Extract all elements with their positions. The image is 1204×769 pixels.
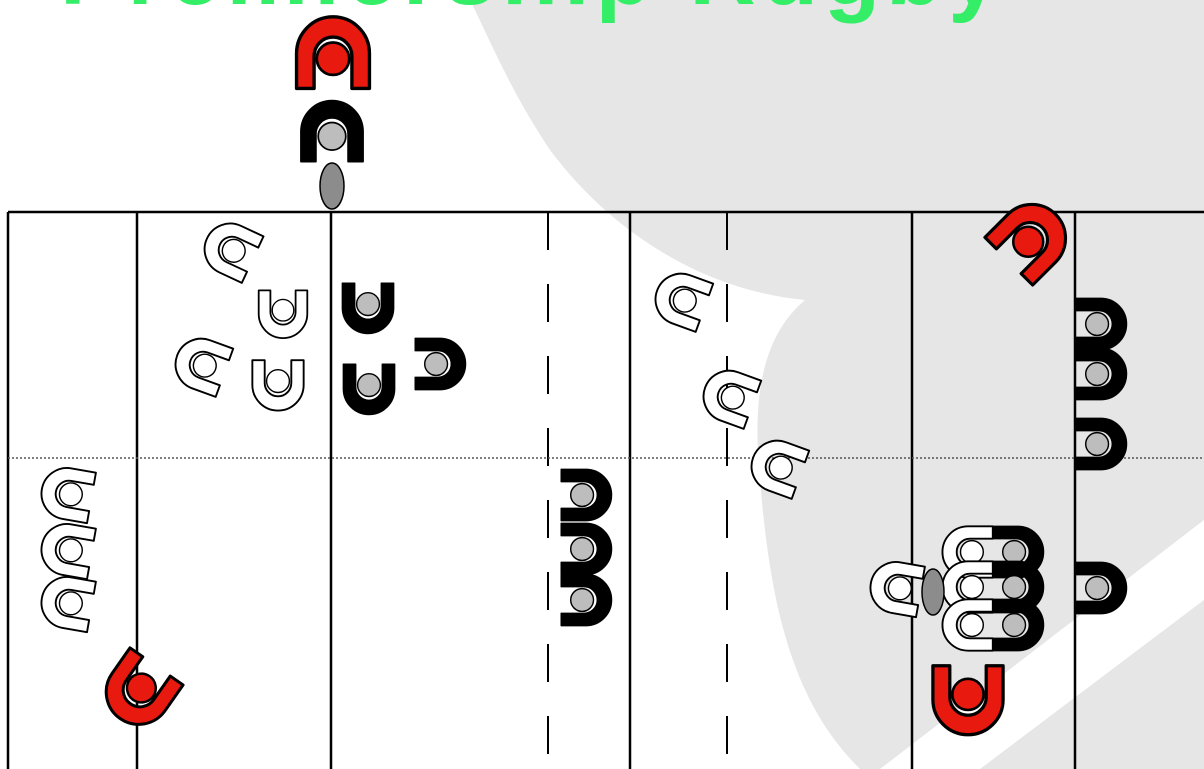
watermark-text: Premiership Rugby	[60, 0, 1006, 24]
player-black-top-head	[318, 123, 346, 151]
player-black-1-head	[357, 293, 380, 316]
referee-top-head	[317, 43, 349, 75]
player-black-8-head	[1086, 363, 1109, 386]
player-white-2	[259, 290, 308, 338]
player-white-5	[648, 266, 713, 331]
player-white-10	[37, 573, 95, 632]
player-white-2-head	[272, 299, 294, 321]
watermark: Premiership Rugby	[60, 0, 1204, 769]
player-white-14-head	[961, 614, 984, 637]
player-white-3	[168, 331, 233, 396]
player-white-1	[196, 215, 263, 283]
player-white-12-head	[961, 541, 984, 564]
player-black-11-head	[1003, 541, 1026, 564]
referee-top	[297, 17, 370, 89]
player-black-12-head	[1003, 576, 1026, 599]
player-black-4-head	[571, 484, 594, 507]
player-black-5-head	[571, 538, 594, 561]
player-black-5	[561, 523, 611, 574]
player-white-9-head	[58, 537, 84, 563]
referee-bottom-left	[93, 648, 183, 737]
player-white-4-head	[267, 370, 290, 393]
referee-bottom-right-head	[952, 679, 983, 710]
ball-top	[320, 163, 344, 209]
player-black-10-head	[1086, 577, 1109, 600]
player-white-8	[37, 464, 95, 523]
player-white-6	[696, 363, 761, 428]
player-white-8-head	[58, 481, 84, 507]
player-white-13-head	[961, 576, 984, 599]
player-black-3	[415, 338, 465, 389]
player-black-6	[561, 574, 611, 625]
ball-scrum	[922, 569, 944, 615]
player-black-4	[561, 469, 611, 520]
player-black-7-head	[1086, 313, 1109, 336]
player-black-6-head	[571, 589, 594, 612]
player-white-9	[37, 520, 95, 579]
player-black-2-head	[358, 374, 381, 397]
player-black-3-head	[425, 353, 448, 376]
player-black-1	[342, 283, 393, 333]
player-black-13-head	[1003, 614, 1026, 637]
player-white-10-head	[58, 590, 84, 616]
player-black-top	[301, 101, 363, 162]
player-white-4	[252, 360, 303, 410]
player-black-9-head	[1086, 433, 1109, 456]
player-black-2	[343, 364, 394, 414]
